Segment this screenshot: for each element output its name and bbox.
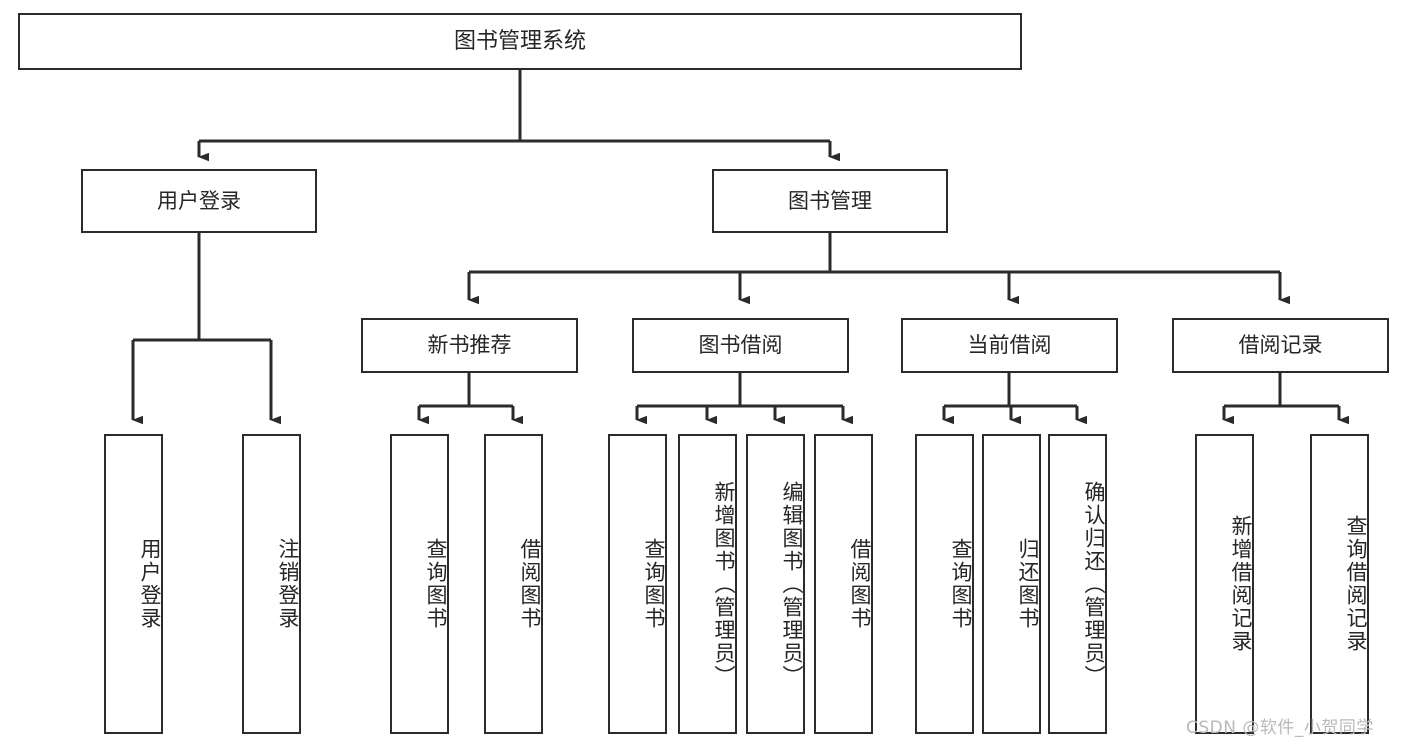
node-leaf-add-record[interactable]: 新增借阅记录 <box>1195 434 1254 734</box>
node-leaf-add-book[interactable]: 新增图书（管理员） <box>678 434 737 734</box>
node-leaf-query-book-1[interactable]: 查询图书 <box>390 434 449 734</box>
node-leaf-edit-book[interactable]: 编辑图书（管理员） <box>746 434 805 734</box>
node-new-book-recommend[interactable]: 新书推荐 <box>361 318 578 373</box>
node-leaf-query-book-3[interactable]: 查询图书 <box>915 434 974 734</box>
node-root[interactable]: 图书管理系统 <box>18 13 1022 70</box>
node-user-login[interactable]: 用户登录 <box>81 169 317 233</box>
node-book-borrow[interactable]: 图书借阅 <box>632 318 849 373</box>
node-leaf-query-record[interactable]: 查询借阅记录 <box>1310 434 1369 734</box>
node-borrow-record[interactable]: 借阅记录 <box>1172 318 1389 373</box>
node-book-management[interactable]: 图书管理 <box>712 169 948 233</box>
node-leaf-query-book-2[interactable]: 查询图书 <box>608 434 667 734</box>
node-leaf-borrow-book-2[interactable]: 借阅图书 <box>814 434 873 734</box>
node-current-borrow[interactable]: 当前借阅 <box>901 318 1118 373</box>
node-leaf-borrow-book-1[interactable]: 借阅图书 <box>484 434 543 734</box>
node-leaf-confirm-return[interactable]: 确认归还（管理员） <box>1048 434 1107 734</box>
node-leaf-logout[interactable]: 注销登录 <box>242 434 301 734</box>
watermark-text: CSDN @软件_小贺同学 <box>1186 718 1374 738</box>
node-leaf-user-login[interactable]: 用户登录 <box>104 434 163 734</box>
node-leaf-return-book[interactable]: 归还图书 <box>982 434 1041 734</box>
